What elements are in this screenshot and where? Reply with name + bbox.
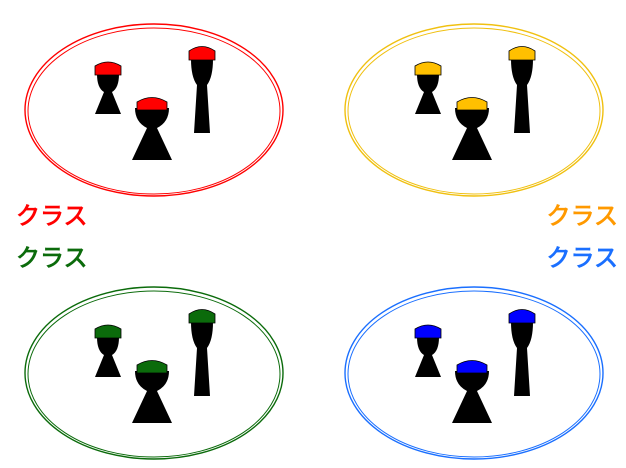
member-right-hat-icon [189, 310, 215, 324]
member-left-person-figure [95, 325, 121, 377]
member-left-figure-body [415, 74, 441, 114]
member-center-person-figure [132, 361, 172, 424]
member-center-hat-icon [457, 98, 487, 111]
member-right-figure-body [511, 59, 533, 133]
member-right-person-figure [189, 310, 215, 397]
member-center-person-figure [452, 98, 492, 161]
member-left-person-figure [415, 325, 441, 377]
member-right-person-figure [189, 47, 215, 134]
group-blue [345, 287, 603, 459]
member-center-hat-icon [137, 98, 167, 111]
member-center-figure-body [132, 108, 172, 160]
member-center-figure-body [452, 108, 492, 160]
member-left-person-figure [95, 62, 121, 114]
member-center-figure-body [452, 371, 492, 423]
member-right-hat-icon [509, 47, 535, 61]
member-right-person-figure [509, 310, 535, 397]
member-left-person-figure [415, 62, 441, 114]
member-left-figure-body [95, 74, 121, 114]
member-right-person-figure [509, 47, 535, 134]
member-right-hat-icon [189, 47, 215, 61]
member-right-hat-icon [509, 310, 535, 324]
member-right-figure-body [511, 322, 533, 396]
member-center-hat-icon [137, 361, 167, 374]
group-orange [345, 24, 603, 196]
group-red [25, 24, 283, 196]
member-left-figure-body [95, 337, 121, 377]
class-label-red: クラス [16, 202, 88, 230]
member-right-figure-body [191, 322, 213, 396]
class-label-orange: クラス [546, 202, 618, 230]
member-left-figure-body [415, 337, 441, 377]
group-green [25, 287, 283, 459]
member-center-person-figure [132, 98, 172, 161]
class-label-blue: クラス [546, 244, 618, 272]
member-left-hat-icon [95, 325, 121, 338]
member-center-hat-icon [457, 361, 487, 374]
member-right-figure-body [191, 59, 213, 133]
member-center-figure-body [132, 371, 172, 423]
class-label-green: クラス [16, 244, 88, 272]
member-left-hat-icon [95, 62, 121, 75]
member-center-person-figure [452, 361, 492, 424]
member-left-hat-icon [415, 62, 441, 75]
member-left-hat-icon [415, 325, 441, 338]
